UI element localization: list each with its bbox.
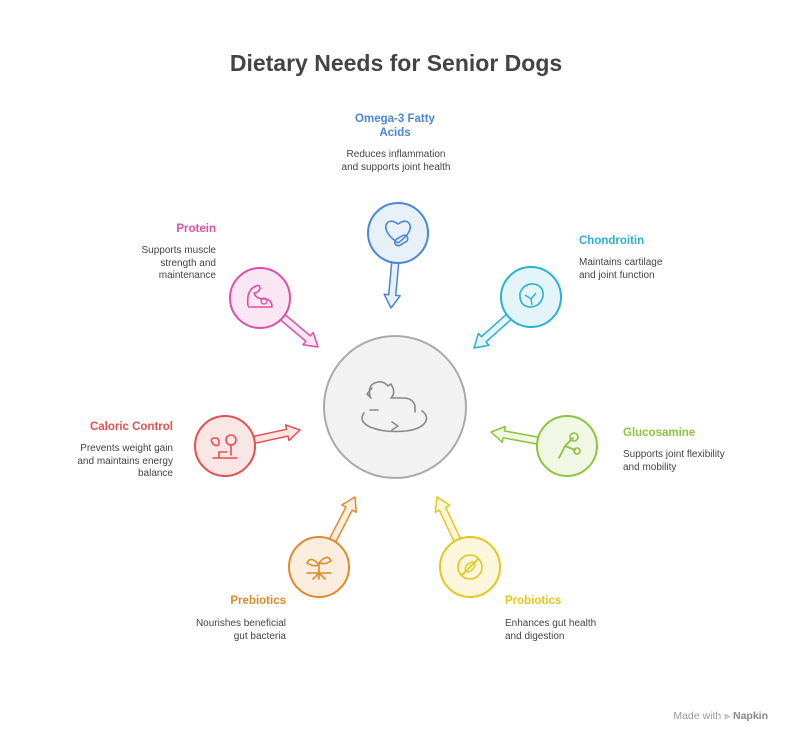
label-omega3: Omega-3 Fatty Acids [355, 113, 435, 139]
label-probiotics: Probiotics [505, 595, 562, 607]
arrow-chondroitin [473, 313, 512, 349]
napkin-logo-icon: ⪢ [724, 710, 731, 722]
desc-caloric: Prevents weight gain and maintains energ… [77, 443, 173, 479]
node-chondroitin [500, 266, 562, 328]
muscle-icon [246, 284, 273, 308]
heart-pill-icon [384, 220, 412, 247]
desc-probiotics: Enhances gut health and digestion [505, 618, 597, 642]
arrow-probiotics [434, 496, 462, 543]
label-prebiotics: Prebiotics [230, 595, 286, 607]
footer-attribution: Made with ⪢ Napkin [673, 710, 768, 723]
desc-protein: Supports muscle strength and maintenance [141, 245, 216, 281]
desc-chondroitin: Maintains cartilage and joint function [579, 257, 663, 281]
desc-glucosamine: Supports joint flexibility and mobility [623, 449, 725, 473]
center-circle [323, 335, 467, 479]
label-chondroitin: Chondroitin [579, 235, 645, 247]
footer-made-with: Made with [673, 710, 722, 722]
label-caloric: Caloric Control [89, 421, 173, 433]
dog-icon [361, 381, 428, 433]
footer-brand: Napkin [732, 710, 768, 722]
label-glucosamine: Glucosamine [623, 427, 696, 439]
label-protein: Protein [176, 223, 216, 235]
page-title: Dietary Needs for Senior Dogs [229, 50, 563, 76]
scale-apple-icon [210, 434, 238, 459]
node-caloric [194, 415, 256, 477]
bone-joint-icon [558, 432, 581, 459]
arrow-caloric [252, 424, 301, 444]
arrow-protein [279, 313, 319, 348]
arrow-omega3 [383, 261, 401, 309]
node-omega3 [367, 202, 429, 264]
arrow-glucosamine [490, 425, 539, 445]
desc-omega3: Reduces inflammation and supports joint … [341, 149, 451, 173]
bacteria-icon [457, 554, 483, 580]
arrow-prebiotics [328, 496, 357, 543]
sprout-icon [305, 556, 333, 580]
desc-prebiotics: Nourishes beneficial gut bacteria [195, 618, 286, 642]
cartilage-icon [519, 283, 544, 308]
